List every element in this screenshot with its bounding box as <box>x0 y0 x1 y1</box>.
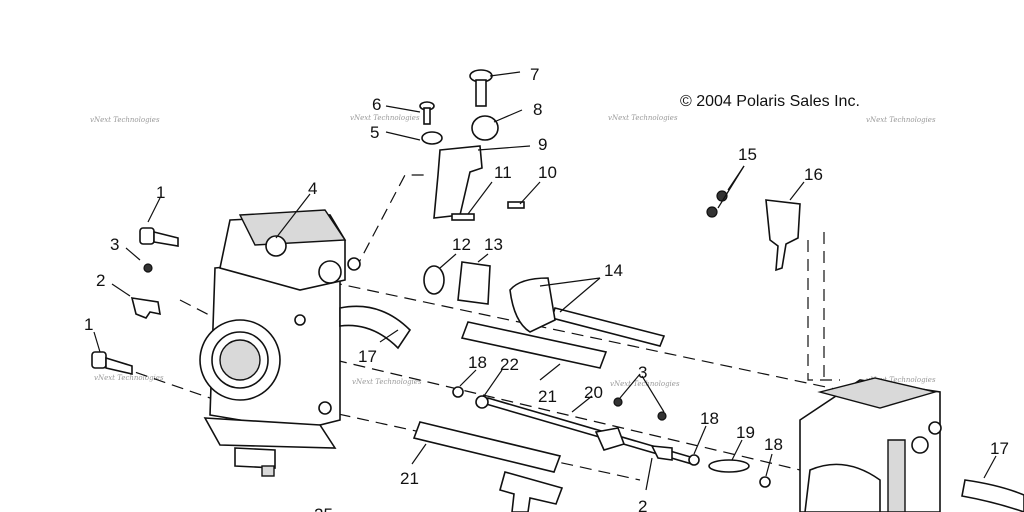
watermark: vNext Technologies <box>350 114 420 122</box>
callout-1: 1 <box>84 315 93 334</box>
callout-9: 9 <box>538 135 547 154</box>
clip-22 <box>475 395 489 409</box>
copyright-notice: © 2004 Polaris Sales Inc. <box>680 93 860 110</box>
screw-3-mid <box>613 397 623 407</box>
washer-18-c <box>759 476 771 488</box>
callout-21: 21 <box>400 469 419 488</box>
callout-17: 17 <box>990 439 1009 458</box>
callout-3: 3 <box>638 363 647 382</box>
callout-3: 3 <box>110 235 119 254</box>
callout-12: 12 <box>452 235 471 254</box>
screw-1-lower <box>91 351 133 376</box>
callout-21: 21 <box>538 387 557 406</box>
screw-3-left <box>143 263 153 273</box>
watermark: vNext Technologies <box>610 380 680 388</box>
callouts: 1 1 2 2 3 3 4 5 6 7 8 9 10 11 12 13 14 1… <box>84 65 1009 512</box>
hose-17-left <box>339 305 412 350</box>
callout-14: 14 <box>604 261 623 280</box>
callout-15: 15 <box>738 145 757 164</box>
callout-22: 22 <box>500 355 519 374</box>
carburetor-body-right <box>799 377 942 512</box>
clamp-2-left <box>130 297 161 319</box>
callout-18: 18 <box>468 353 487 372</box>
callout-18: 18 <box>700 409 719 428</box>
top-assembly <box>419 69 525 221</box>
callout-7: 7 <box>530 65 539 84</box>
callout-25: 25 <box>314 505 333 512</box>
watermark: vNext Technologies <box>866 116 936 124</box>
sleeve-13 <box>457 261 491 305</box>
watermark: vNext Technologies <box>866 376 936 384</box>
clamp-2-right <box>650 445 673 461</box>
callout-19: 19 <box>736 423 755 442</box>
watermark: vNext Technologies <box>90 116 160 124</box>
screw-3-right <box>657 411 667 421</box>
callout-1: 1 <box>156 183 165 202</box>
watermark: vNext Technologies <box>352 378 422 386</box>
callout-16: 16 <box>804 165 823 184</box>
watermark: vNext Technologies <box>94 374 164 382</box>
cam-14 <box>509 277 556 333</box>
callout-4: 4 <box>308 179 317 198</box>
callout-5: 5 <box>370 123 379 142</box>
callout-18: 18 <box>764 435 783 454</box>
hose-17-right <box>961 479 1024 512</box>
callout-10: 10 <box>538 163 557 182</box>
callout-2: 2 <box>96 271 105 290</box>
callout-2: 2 <box>638 497 647 512</box>
callout-20: 20 <box>584 383 603 402</box>
carburetor-body-left <box>199 209 361 477</box>
callout-17: 17 <box>358 347 377 366</box>
washer-18-b <box>688 454 700 466</box>
callout-8: 8 <box>533 100 542 119</box>
washer-18-a <box>452 386 464 398</box>
shafts <box>412 307 696 512</box>
callout-13: 13 <box>484 235 503 254</box>
screw-1-upper <box>139 227 179 247</box>
callout-6: 6 <box>372 95 381 114</box>
watermark: vNext Technologies <box>608 114 678 122</box>
leader-lines <box>93 71 997 491</box>
watermarks: vNext Technologies vNext Technologies vN… <box>90 114 936 388</box>
fitting-20 <box>594 427 626 451</box>
spring-19 <box>708 459 750 473</box>
spring-12 <box>423 265 445 295</box>
callout-11: 11 <box>494 163 512 182</box>
